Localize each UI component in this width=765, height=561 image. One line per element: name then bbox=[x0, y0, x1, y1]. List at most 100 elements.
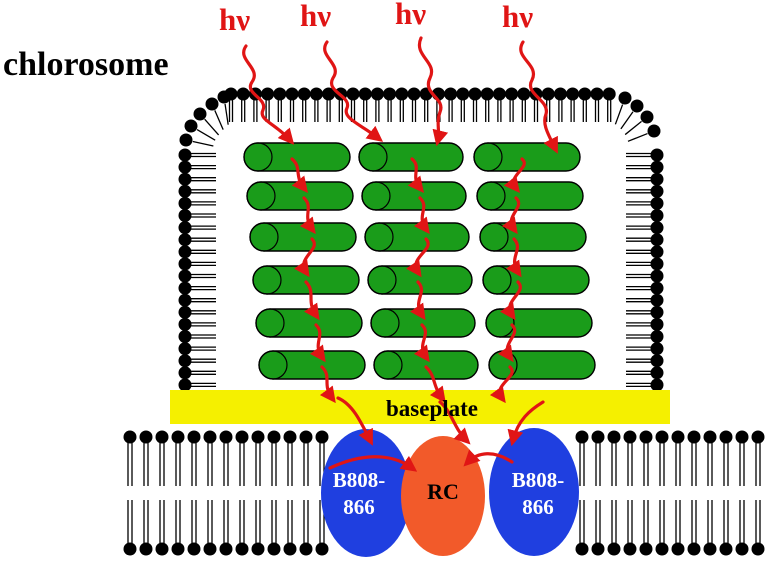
lipid-head bbox=[687, 430, 701, 444]
photon-label: hν bbox=[502, 0, 533, 34]
lipid-head bbox=[178, 221, 192, 235]
lipid-head bbox=[456, 87, 470, 101]
lipid-head bbox=[618, 91, 632, 105]
transfer-arrow bbox=[336, 396, 373, 446]
lipid-head bbox=[219, 430, 233, 444]
rod-end-cap bbox=[358, 142, 388, 172]
lipid-tail bbox=[204, 118, 220, 136]
lipid-head bbox=[630, 99, 644, 113]
lipid-head bbox=[322, 87, 336, 101]
transfer-arrow bbox=[499, 280, 522, 321]
lipid-head bbox=[370, 87, 384, 101]
lipid-head bbox=[751, 542, 765, 556]
lipid-head bbox=[650, 305, 664, 319]
lipid-head bbox=[219, 542, 233, 556]
lipid-head bbox=[655, 542, 669, 556]
transfer-arrow bbox=[293, 237, 316, 278]
lipid-tail bbox=[624, 120, 642, 136]
lipid-head bbox=[251, 542, 265, 556]
rod-end-cap bbox=[370, 308, 400, 338]
photon-arrow bbox=[417, 36, 449, 147]
lipid-head bbox=[505, 87, 519, 101]
transfer-arrow bbox=[501, 196, 521, 235]
lipid-head bbox=[650, 257, 664, 271]
lipid-head bbox=[575, 542, 589, 556]
chlorophyll-rod bbox=[479, 222, 587, 252]
transfer-arrow bbox=[505, 237, 522, 278]
lipid-head bbox=[285, 87, 299, 101]
lipid-head bbox=[178, 354, 192, 368]
lipid-head bbox=[650, 245, 664, 259]
lipid-head bbox=[178, 196, 192, 210]
lipid-head bbox=[650, 221, 664, 235]
lipid-head bbox=[315, 542, 329, 556]
lipid-head bbox=[407, 87, 421, 101]
lipid-head bbox=[602, 87, 616, 101]
lipid-head bbox=[640, 110, 654, 124]
transfer-arrow bbox=[409, 280, 426, 321]
chlorophyll-rod bbox=[246, 181, 354, 211]
lipid-head bbox=[171, 542, 185, 556]
chlorophyll-rod bbox=[370, 308, 476, 338]
transfer-arrow bbox=[407, 157, 424, 194]
lipid-tail bbox=[614, 104, 624, 125]
chlorophyll-rod bbox=[488, 350, 596, 380]
lipid-head bbox=[178, 330, 192, 343]
transfer-arrow bbox=[413, 323, 430, 363]
lipid-head bbox=[178, 160, 192, 174]
transfer-arrow bbox=[497, 323, 517, 363]
lipid-head bbox=[650, 342, 664, 356]
lipid-head bbox=[444, 87, 458, 101]
lipid-head bbox=[751, 430, 765, 444]
rod-end-cap bbox=[246, 181, 276, 211]
lipid-head bbox=[650, 281, 664, 295]
lipid-head bbox=[383, 87, 397, 101]
lipid-head bbox=[178, 317, 192, 331]
antenna-right-label-line2: 866 bbox=[522, 495, 554, 519]
lipid-head bbox=[193, 107, 207, 121]
lipid-head bbox=[178, 233, 192, 247]
lipid-head bbox=[650, 209, 664, 222]
lipid-head bbox=[139, 542, 153, 556]
lipid-head bbox=[315, 430, 329, 444]
antenna-left-label-line2: 866 bbox=[343, 495, 375, 519]
photon-arrow bbox=[242, 44, 295, 145]
transfer-arrow bbox=[438, 400, 471, 445]
lipid-head bbox=[735, 430, 749, 444]
lipid-head bbox=[123, 542, 137, 556]
rod-end-cap bbox=[364, 222, 394, 252]
lipid-head bbox=[178, 184, 192, 198]
rod-end-cap bbox=[243, 142, 273, 172]
photon-label: hν bbox=[300, 0, 331, 33]
chlorophyll-rod bbox=[364, 222, 470, 252]
lipid-head bbox=[719, 542, 733, 556]
transfer-arrow bbox=[489, 365, 514, 404]
lipid-layer bbox=[123, 87, 765, 556]
rod-end-cap bbox=[252, 265, 282, 295]
lipid-head bbox=[178, 293, 192, 307]
rod-end-cap bbox=[479, 222, 509, 252]
lipid-head bbox=[703, 542, 717, 556]
chlorophyll-rod bbox=[482, 265, 590, 295]
energy-transfer-arrows bbox=[242, 36, 558, 472]
chlorophyll-rod bbox=[473, 142, 581, 172]
lipid-head bbox=[650, 378, 664, 392]
lipid-head bbox=[297, 87, 311, 101]
lipid-head bbox=[623, 430, 637, 444]
lipid-head bbox=[178, 148, 192, 162]
lipid-head bbox=[671, 542, 685, 556]
lipid-head bbox=[179, 133, 193, 147]
lipid-head bbox=[178, 366, 192, 380]
lipid-head bbox=[267, 542, 281, 556]
lipid-head bbox=[123, 430, 137, 444]
lipid-head bbox=[650, 330, 664, 343]
lipid-head bbox=[650, 196, 664, 210]
lipid-head bbox=[553, 87, 567, 101]
antenna-complex-right bbox=[489, 428, 579, 556]
lipid-head bbox=[590, 87, 604, 101]
lipid-tail bbox=[196, 128, 216, 141]
lipid-head bbox=[607, 430, 621, 444]
lipid-head bbox=[639, 542, 653, 556]
lipid-head bbox=[492, 87, 506, 101]
lipid-head bbox=[650, 317, 664, 331]
